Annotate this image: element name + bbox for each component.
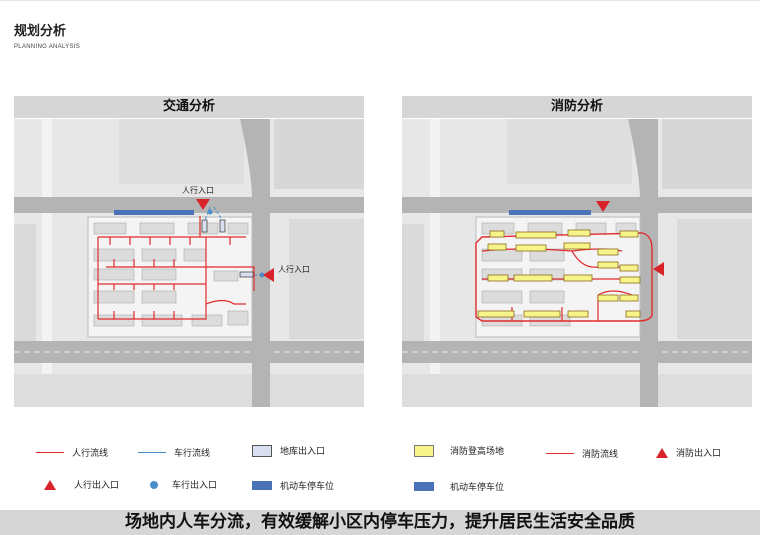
garage-entrance-2	[219, 219, 226, 233]
blue-dot-icon	[150, 480, 158, 489]
north-road	[402, 197, 752, 213]
fire-panel-title: 消防分析	[402, 96, 752, 118]
yellow-box-icon	[414, 444, 434, 457]
legend-garage-entrance: 地库出入口	[252, 444, 325, 457]
block-south	[14, 374, 364, 407]
vehicle-gate-east	[259, 272, 265, 278]
north-road	[14, 197, 364, 213]
fire-gate-east	[653, 262, 664, 276]
traffic-site-plan: 人行入口 人行入口	[14, 119, 364, 407]
legend-vehicle-flow: 车行流线	[138, 446, 210, 459]
legend-pedestrian-gate: 人行出入口	[44, 478, 119, 491]
red-triangle-icon	[656, 447, 668, 458]
parking-strip	[509, 210, 591, 215]
parking-strip	[114, 210, 194, 215]
fire-gate-north	[596, 201, 610, 212]
garage-box-icon	[252, 444, 272, 457]
red-triangle-icon	[44, 479, 56, 490]
legend-parking: 机动车停车位	[252, 479, 334, 492]
blue-line-icon	[138, 452, 166, 453]
fire-site-plan	[402, 119, 752, 407]
blue-box-icon	[414, 482, 434, 491]
fire-ascent-sites	[477, 229, 641, 318]
garage-entrance-3	[239, 271, 254, 278]
top-divider	[0, 0, 760, 1]
block-ne	[274, 119, 364, 189]
legend-vehicle-gate: 车行出入口	[150, 478, 217, 491]
traffic-panel-title: 交通分析	[14, 96, 364, 118]
west-street	[42, 119, 52, 407]
legend-parking-right: 机动车停车位	[414, 480, 504, 493]
legend-fire-gate: 消防出入口	[656, 446, 721, 459]
pedestrian-gate-north	[196, 199, 210, 210]
block-west	[14, 224, 36, 344]
block-east	[289, 219, 364, 339]
red-line-icon	[36, 452, 64, 453]
legend-fire-route: 消防流线	[546, 447, 618, 460]
north-entrance-label: 人行入口	[182, 185, 214, 195]
pedestrian-gate-east	[263, 268, 274, 282]
block-north	[119, 119, 244, 184]
red-line-icon	[546, 453, 574, 454]
legend-fire-site: 消防登高场地	[414, 444, 504, 457]
garage-entrance-1	[201, 219, 208, 233]
fire-route-loop	[475, 232, 653, 322]
vehicle-gate-north	[207, 209, 213, 215]
page-subtitle: PLANNING ANALYSIS	[14, 44, 81, 50]
pedestrian-flow	[97, 216, 255, 320]
blue-box-icon	[252, 481, 272, 490]
east-entrance-label: 人行入口	[278, 264, 310, 274]
summary-banner: 场地内人车分流，有效缓解小区内停车压力，提升居民生活安全品质	[0, 510, 760, 535]
legend-pedestrian-flow: 人行流线	[36, 446, 108, 459]
page-title: 规划分析	[14, 24, 67, 39]
